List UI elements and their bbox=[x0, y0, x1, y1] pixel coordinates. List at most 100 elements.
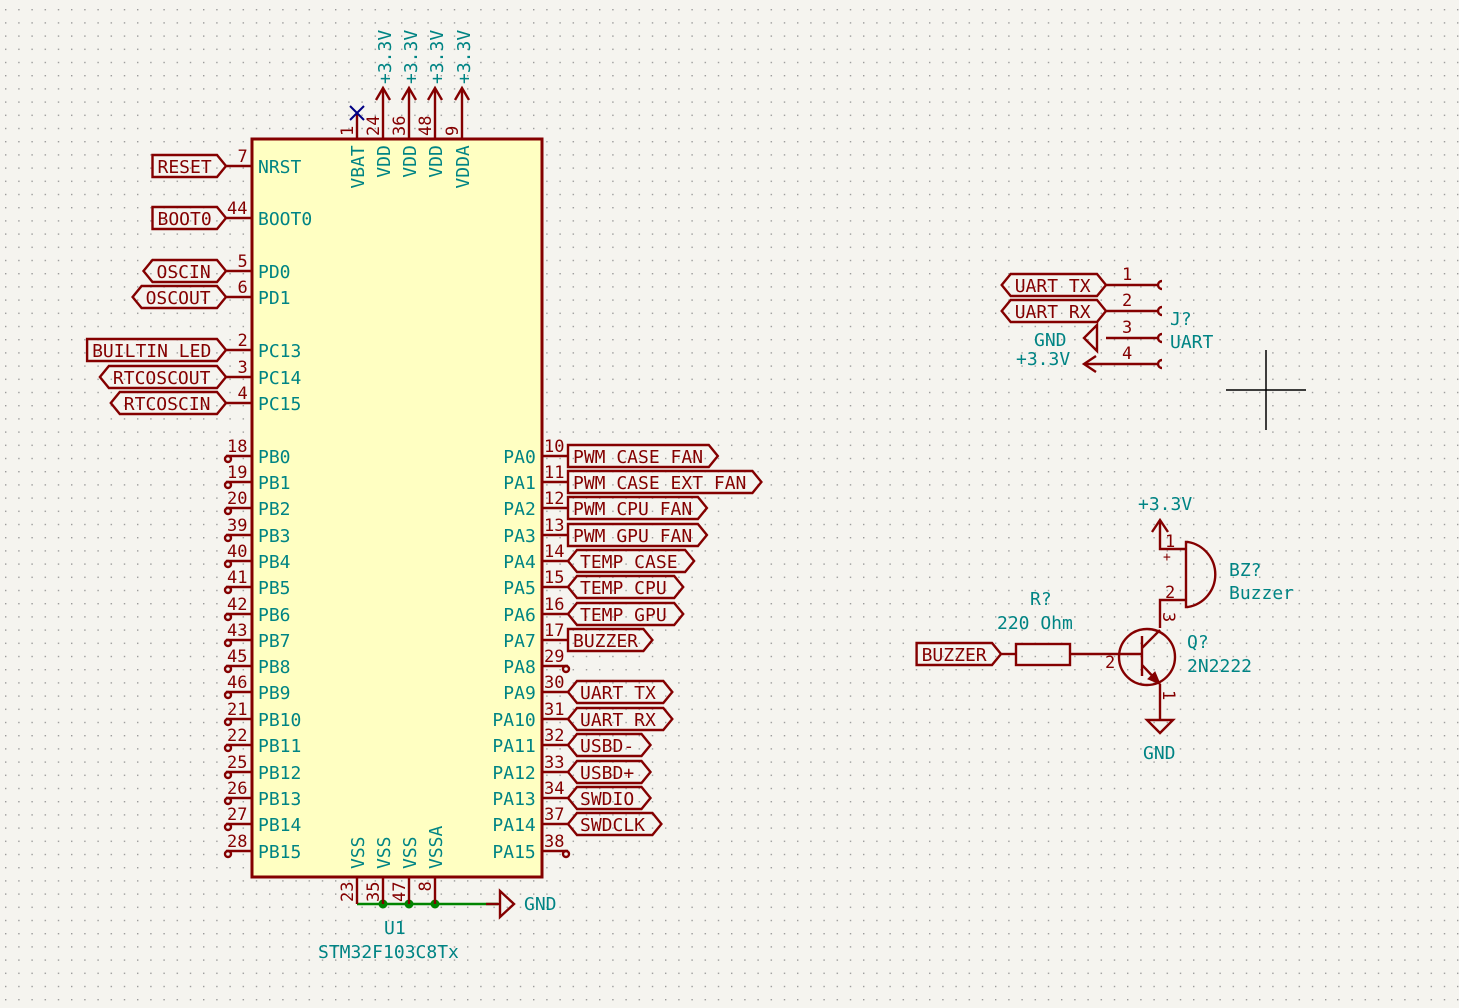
pin-name: PB8 bbox=[258, 657, 291, 678]
pin-number: 25 bbox=[227, 753, 247, 773]
pin-name: PD1 bbox=[258, 288, 291, 309]
net-label-temp-case-text: TEMP_CASE bbox=[580, 552, 678, 573]
net-label-boot0[interactable]: BOOT0 bbox=[151, 205, 228, 231]
net-label-buzzer[interactable]: BUZZER bbox=[566, 627, 654, 653]
pin-number: 6 bbox=[238, 278, 248, 298]
buzzer-circuit[interactable]: +3.3V BZ? Buzzer 1 2 + R? 220 Ohm Q? 2N2… bbox=[915, 494, 1295, 764]
power-arrow-icon bbox=[453, 85, 471, 101]
net-label-rtcoscin[interactable]: RTCOSCIN bbox=[109, 390, 228, 416]
net-label-uart-tx-outline bbox=[566, 679, 674, 705]
pin-name: PA12 bbox=[492, 763, 535, 784]
connector-pin-4[interactable]: 4+3.3V bbox=[1016, 344, 1163, 373]
power-arrow-icon bbox=[426, 85, 444, 101]
net-label-pwm-case-fan[interactable]: PWM_CASE_FAN bbox=[566, 443, 720, 469]
net-label-uart-tx[interactable]: UART_TX bbox=[566, 679, 674, 705]
net-label-uart-tx[interactable]: UART_TX bbox=[1000, 272, 1108, 298]
pin-number: 45 bbox=[227, 647, 247, 667]
net-label-buzzer-input[interactable]: BUZZER bbox=[915, 641, 1003, 667]
net-label-oscout[interactable]: OSCOUT bbox=[131, 284, 228, 310]
net-label-temp-case[interactable]: TEMP_CASE bbox=[566, 548, 696, 574]
net-label-pwm-case-ext-fan[interactable]: PWM_CASE_EXT_FAN bbox=[566, 469, 763, 495]
mcu-body[interactable] bbox=[250, 137, 544, 879]
pin-name: PA15 bbox=[492, 842, 535, 863]
net-label-swdclk[interactable]: SWDCLK bbox=[566, 811, 663, 837]
pin-name: PA8 bbox=[503, 657, 536, 678]
net-label-pwm-gpu-fan[interactable]: PWM_GPU_FAN bbox=[566, 522, 709, 548]
net-label-usbd-[interactable]: USBD- bbox=[566, 732, 653, 758]
net-label-uart-rx[interactable]: UART_RX bbox=[1000, 298, 1108, 324]
net-label-uart-rx[interactable]: UART_RX bbox=[566, 706, 674, 732]
buzzer-pin1-number: 1 bbox=[1165, 532, 1175, 552]
crosshair-cursor bbox=[1226, 350, 1306, 430]
pin-number: 4 bbox=[238, 384, 248, 404]
net-label-oscin[interactable]: OSCIN bbox=[141, 258, 228, 284]
net-label-reset[interactable]: RESET bbox=[151, 153, 228, 179]
buzzer-plus-sign: + bbox=[1163, 550, 1171, 565]
pin-name: VSSA bbox=[426, 825, 447, 869]
net-label-builtin-led[interactable]: BUILTIN_LED bbox=[85, 337, 228, 363]
net-label-rtcoscout[interactable]: RTCOSCOUT bbox=[98, 364, 228, 390]
gnd-bus[interactable]: GND bbox=[357, 888, 557, 920]
net-label-temp-gpu[interactable]: TEMP_GPU bbox=[566, 601, 685, 627]
net-label-pwm-cpu-fan[interactable]: PWM_CPU_FAN bbox=[566, 495, 709, 521]
net-label-temp-cpu[interactable]: TEMP_CPU bbox=[566, 574, 685, 600]
net-label-usbd-[interactable]: USBD+ bbox=[566, 759, 653, 785]
pin-name: PB15 bbox=[258, 842, 301, 863]
net-label-swdio[interactable]: SWDIO bbox=[566, 785, 653, 811]
